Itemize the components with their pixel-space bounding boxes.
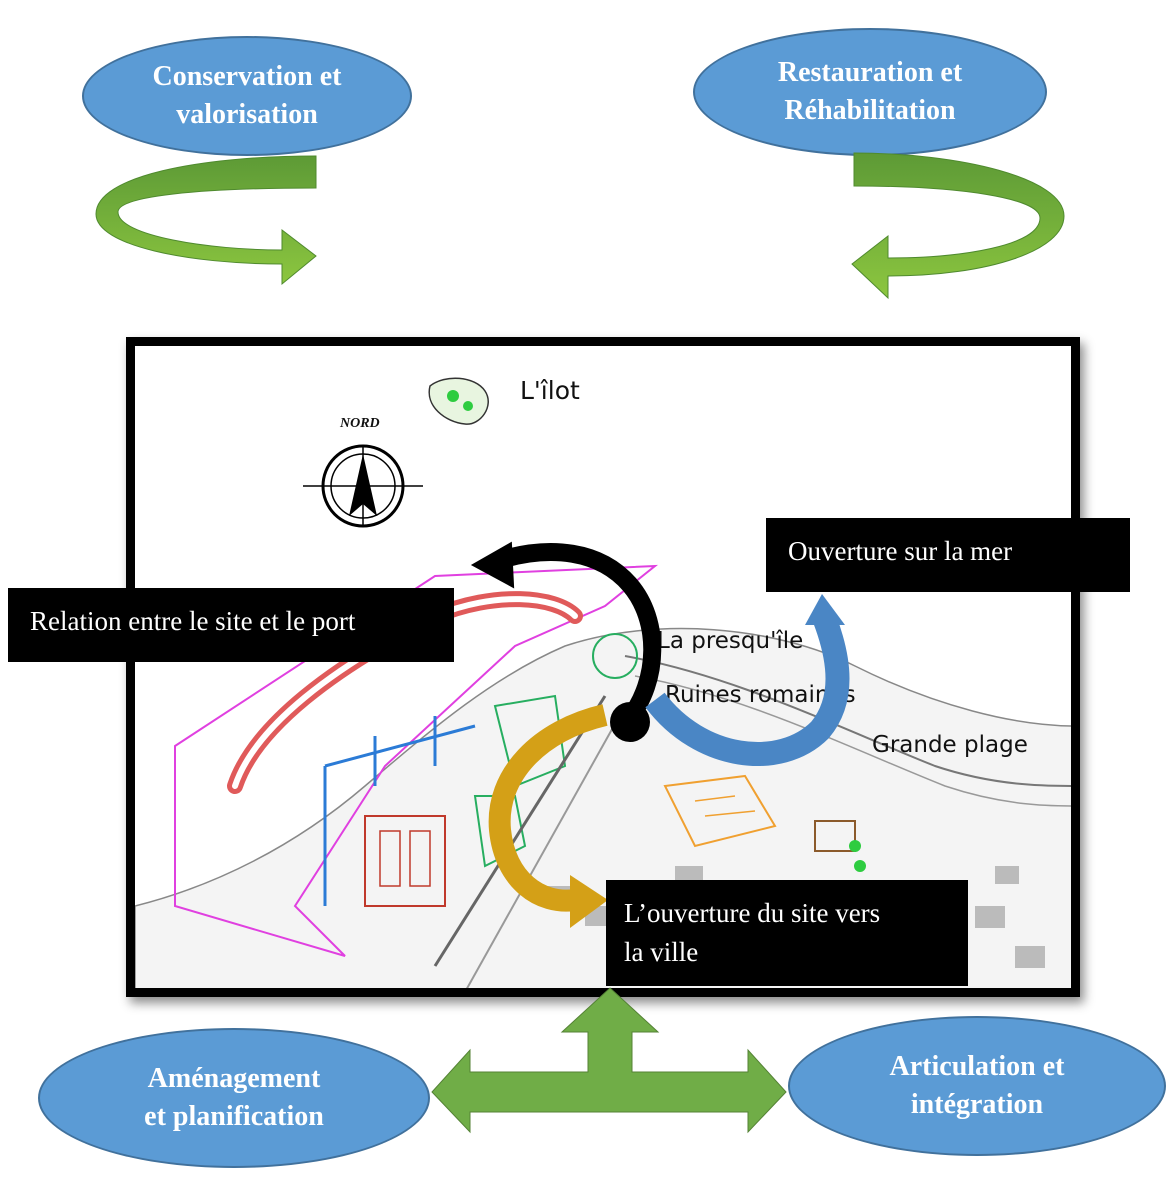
compass-icon — [303, 444, 423, 528]
top-curved-arrows — [95, 152, 1065, 300]
oval-articulation-label: Articulation et intégration — [889, 1051, 1065, 1120]
oval-articulation: Articulation et intégration — [788, 1016, 1166, 1156]
callout-sea: Ouverture sur la mer — [766, 518, 1130, 592]
oval-restauration-label: Restauration et Réhabilitation — [777, 57, 963, 126]
map-label-ruins: Ruines romaines — [665, 682, 856, 708]
map-label-beach: Grande plage — [872, 732, 1028, 758]
callout-port: Relation entre le site et le port — [8, 588, 454, 662]
callout-city: L’ouverture du site vers la ville — [606, 880, 968, 986]
oval-restauration: Restauration et Réhabilitation — [693, 28, 1047, 156]
oval-conservation: Conservation et valorisation — [82, 36, 412, 156]
map-label-north: NORD — [340, 416, 380, 431]
oval-amenagement-label: Aménagement et planification — [144, 1063, 324, 1132]
right-circular-arrow — [851, 152, 1065, 300]
green-cross-arrow — [431, 987, 787, 1134]
left-circular-arrow — [95, 155, 317, 286]
oval-amenagement: Aménagement et planification — [38, 1028, 430, 1168]
map-label-islet: L'îlot — [520, 376, 580, 405]
map-label-peninsula: La presqu'île — [657, 628, 804, 654]
oval-conservation-label: Conservation et valorisation — [152, 61, 342, 130]
